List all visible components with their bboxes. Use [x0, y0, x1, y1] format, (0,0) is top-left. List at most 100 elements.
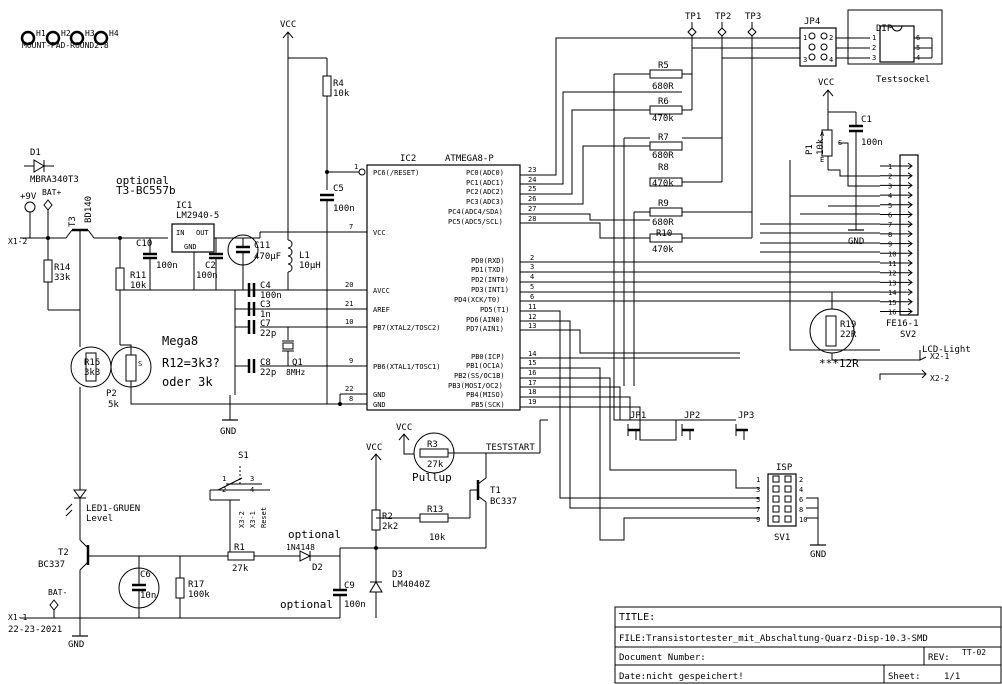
- svg-text:21: 21: [345, 300, 353, 308]
- svg-text:L1: L1: [299, 251, 310, 261]
- svg-text:1: 1: [354, 163, 358, 171]
- svg-text:R2: R2: [382, 512, 393, 522]
- svg-text:22p: 22p: [260, 329, 276, 339]
- svg-text:470k: 470k: [652, 179, 674, 189]
- vcc-label-top: VCC: [280, 20, 296, 30]
- svg-text:LM2940-5: LM2940-5: [176, 211, 219, 221]
- svg-text:R9: R9: [658, 199, 669, 209]
- svg-text:100n: 100n: [156, 261, 178, 271]
- ic2-right-pins: PC0(ADC0) PC1(ADC1) PC2(ADC2) PC3(ADC3) …: [448, 166, 536, 409]
- rev-label: REV:: [928, 653, 950, 663]
- svg-text:JP1: JP1: [630, 411, 646, 421]
- svg-text:680R: 680R: [652, 82, 674, 92]
- isp-pin-label: 7: [756, 506, 760, 514]
- svg-text:PD3(INT1): PD3(INT1): [471, 286, 509, 294]
- svg-text:470k: 470k: [652, 245, 674, 255]
- svg-text:R17: R17: [188, 580, 204, 590]
- svg-text:19: 19: [528, 398, 536, 406]
- isp-pin: [772, 475, 780, 483]
- c5-group: C5 100n: [320, 170, 355, 404]
- svg-text:680R: 680R: [652, 151, 674, 161]
- svg-text:IC1: IC1: [176, 201, 192, 211]
- svg-text:PD7(AIN1): PD7(AIN1): [466, 325, 504, 333]
- svg-text:Pullup: Pullup: [412, 471, 452, 484]
- svg-text:PB6(XTAL1/TOSC1): PB6(XTAL1/TOSC1): [373, 363, 440, 371]
- svg-text:R12=3k3?: R12=3k3?: [162, 356, 220, 370]
- svg-text:PD1(TXD): PD1(TXD): [471, 266, 505, 274]
- svg-text:D3: D3: [392, 570, 403, 580]
- svg-text:T1: T1: [490, 486, 501, 496]
- svg-text:GND: GND: [373, 401, 386, 409]
- c5-value: 100n: [333, 204, 355, 214]
- svg-text:27k: 27k: [232, 564, 249, 574]
- svg-text:X3-2: X3-2: [238, 511, 246, 528]
- svg-text:PD4(XCK/T0): PD4(XCK/T0): [454, 296, 500, 304]
- svg-text:PB5(SCK): PB5(SCK): [471, 401, 505, 409]
- svg-text:X1-2: X1-2: [8, 237, 27, 246]
- svg-text:PB7(XTAL2/TOSC2): PB7(XTAL2/TOSC2): [373, 324, 440, 332]
- sv2-pin-arrow: [907, 211, 913, 218]
- svg-text:1n: 1n: [260, 310, 271, 320]
- ic2-mega8: IC2 ATMEGA8-P 1 PC6(/RESET) 7 VCC 20 AVC…: [235, 154, 548, 411]
- svg-text:PD6(AIN0): PD6(AIN0): [466, 316, 504, 324]
- date-label: Date:nicht gespeichert!: [619, 672, 744, 682]
- hole-label-h3: H3: [85, 29, 95, 38]
- isp-pin: [784, 485, 792, 493]
- svg-text:100n: 100n: [260, 291, 282, 301]
- sheet-label: Sheet:: [888, 672, 921, 682]
- svg-text:C4: C4: [260, 281, 271, 291]
- sv2-pin-label: 5: [888, 202, 892, 210]
- svg-text:C11: C11: [254, 241, 270, 251]
- isp-pin-label: 3: [756, 486, 760, 494]
- dip-testsocket: DIP 1 2 3 6 5 4 Testsockel: [847, 9, 943, 85]
- svg-text:FE16-1: FE16-1: [886, 319, 919, 329]
- svg-text:20: 20: [345, 281, 353, 289]
- svg-text:14: 14: [528, 350, 536, 358]
- svg-text:2k2: 2k2: [382, 522, 398, 532]
- test-resistors: R5 680R R6 470k R7 680R R8 470k R9 680R …: [649, 61, 683, 255]
- isp-pin: [772, 505, 780, 513]
- svg-text:3: 3: [872, 54, 876, 62]
- c5-ref: C5: [333, 184, 344, 194]
- sv2-pin-label: 1: [888, 163, 892, 171]
- isp-pin-label: 2: [799, 476, 803, 484]
- svg-text:P1: P1: [805, 144, 815, 155]
- svg-text:1: 1: [803, 34, 807, 42]
- t3-transistor: T3 BD140: [47, 196, 168, 310]
- svg-text:PC6(/RESET): PC6(/RESET): [373, 169, 419, 177]
- r4-value: 10k: [333, 89, 350, 99]
- svg-text:7: 7: [349, 223, 353, 231]
- hole-label-h4: H4: [109, 29, 119, 38]
- sv2-pin-arrow: [907, 181, 913, 189]
- svg-text:BD140: BD140: [84, 196, 94, 223]
- sv2-pin-arrow: [907, 230, 913, 238]
- battery-input: BAT+ +9V X1-2: [8, 188, 66, 246]
- tp2-label: TP2: [715, 12, 731, 22]
- sv2-pin-label: 16: [888, 309, 896, 317]
- svg-text:17: 17: [528, 379, 536, 387]
- sv2-pin-label: 14: [888, 289, 896, 297]
- svg-text:5k: 5k: [108, 400, 119, 410]
- ic2-ref: IC2: [400, 154, 416, 164]
- sv2-pin-arrow: [907, 298, 913, 306]
- svg-text:Q1: Q1: [292, 358, 303, 368]
- jp-jumpers: JP1 JP2 JP3: [627, 411, 754, 436]
- sv2-pin-arrow: [907, 249, 913, 257]
- svg-text:R14: R14: [54, 263, 70, 273]
- svg-text:22p: 22p: [260, 368, 276, 378]
- mega8-note: Mega8 R12=3k3? oder 3k: [162, 334, 220, 389]
- svg-text:PC3(ADC3): PC3(ADC3): [466, 198, 504, 206]
- svg-text:R1: R1: [234, 543, 245, 553]
- svg-text:BC337: BC337: [490, 497, 517, 507]
- svg-text:23: 23: [528, 166, 536, 174]
- sv2-pin-arrow: [907, 162, 913, 170]
- svg-text:PD5(T1): PD5(T1): [480, 306, 510, 314]
- svg-text:C9: C9: [344, 581, 355, 591]
- svg-text:10k: 10k: [429, 533, 446, 543]
- svg-text:R13: R13: [427, 505, 443, 515]
- s1-switch: S1 1 2 3 4 X3-2 X3-1 Reset: [209, 451, 270, 556]
- r1-d2: R1 27k optional 1N4148 D2: [227, 528, 486, 574]
- svg-text:optional: optional: [280, 598, 333, 611]
- svg-text:D1: D1: [30, 148, 41, 158]
